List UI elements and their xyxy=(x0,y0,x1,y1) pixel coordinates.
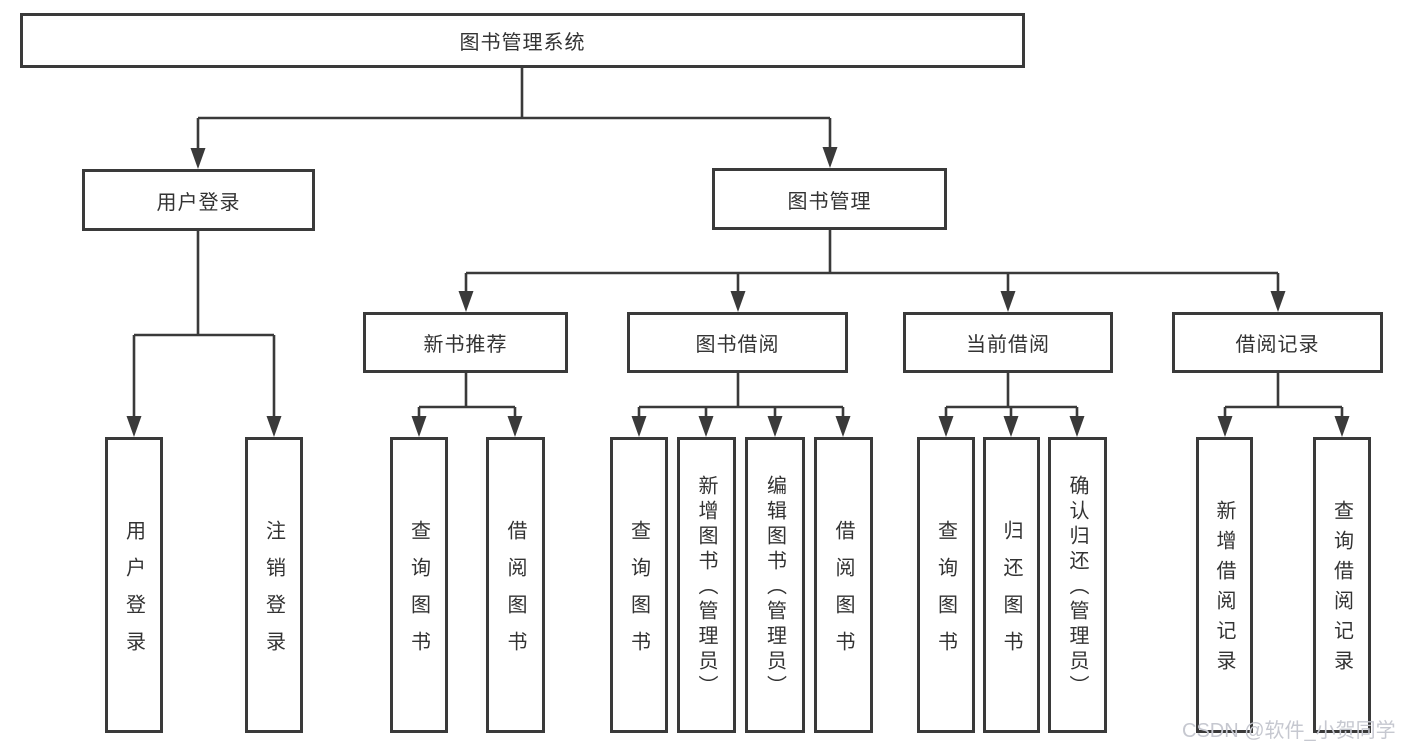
node-book-management: 图书管理 xyxy=(712,168,947,230)
node-new-book-recommend: 新书推荐 xyxy=(363,312,568,373)
leaf-label: 新增图书（管理员） xyxy=(695,475,717,700)
leaf-label: 查询图书 xyxy=(407,519,430,668)
leaf-label: 注销登录 xyxy=(262,519,285,668)
leaf-label: 归还图书 xyxy=(1000,519,1022,668)
leaf-query-books-1: 查询图书 xyxy=(390,437,448,733)
leaf-label: 用户登录 xyxy=(122,519,145,668)
node-root-system: 图书管理系统 xyxy=(20,13,1025,68)
leaf-label: 编辑图书（管理员） xyxy=(763,475,786,700)
leaf-label: 查询图书 xyxy=(934,519,957,668)
csdn-watermark: CSDN @软件_小贺同学 xyxy=(1182,720,1396,742)
leaf-label: 新增借阅记录 xyxy=(1213,500,1235,680)
leaf-borrow-books-1: 借阅图书 xyxy=(486,437,545,733)
leaf-add-borrow-record: 新增借阅记录 xyxy=(1196,437,1253,733)
leaf-add-books-admin: 新增图书（管理员） xyxy=(677,437,736,733)
leaf-query-books-2: 查询图书 xyxy=(610,437,668,733)
leaf-label: 查询借阅记录 xyxy=(1330,500,1353,680)
node-borrow-records: 借阅记录 xyxy=(1172,312,1383,373)
leaf-confirm-return-admin: 确认归还（管理员） xyxy=(1048,437,1107,733)
leaf-logout: 注销登录 xyxy=(245,437,303,733)
leaf-edit-books-admin: 编辑图书（管理员） xyxy=(745,437,805,733)
node-user-login: 用户登录 xyxy=(82,169,315,231)
leaf-borrow-books-2: 借阅图书 xyxy=(814,437,873,733)
leaf-label: 查询图书 xyxy=(627,519,650,668)
leaf-label: 借阅图书 xyxy=(504,519,526,668)
leaf-label: 确认归还（管理员） xyxy=(1066,475,1088,700)
leaf-query-books-3: 查询图书 xyxy=(917,437,975,733)
leaf-user-login: 用户登录 xyxy=(105,437,163,733)
leaf-query-borrow-record: 查询借阅记录 xyxy=(1313,437,1371,733)
leaf-label: 借阅图书 xyxy=(832,519,854,668)
node-current-borrow: 当前借阅 xyxy=(903,312,1113,373)
leaf-return-books: 归还图书 xyxy=(983,437,1040,733)
node-book-borrow: 图书借阅 xyxy=(627,312,848,373)
